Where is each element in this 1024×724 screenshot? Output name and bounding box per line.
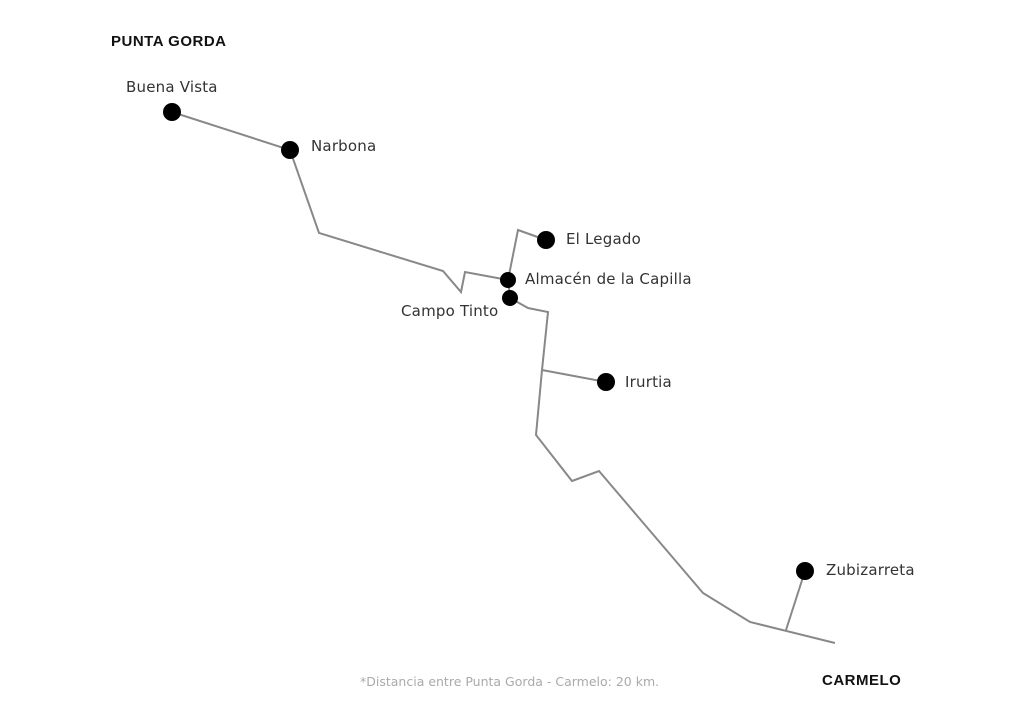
end-city-label: CARMELO [822,672,902,689]
marker-zubizarreta[interactable] [796,562,814,580]
station-label-zubizarreta: Zubizarreta [826,561,915,579]
branch-irurtia [541,369,607,383]
marker-irurtia[interactable] [597,373,615,391]
station-label-almacen: Almacén de la Capilla [525,270,692,288]
branch-el-legado [507,228,547,281]
marker-el-legado[interactable] [537,231,555,249]
marker-narbona[interactable] [281,141,299,159]
marker-buena-vista[interactable] [163,103,181,121]
marker-almacen-de-la-capilla[interactable] [500,272,516,288]
station-label-irurtia: Irurtia [625,373,672,391]
station-label-buena-vista: Buena Vista [126,78,218,96]
branch-zubizarreta [785,570,806,631]
station-label-el-legado: El Legado [566,230,641,248]
station-label-campo-tinto: Campo Tinto [401,302,499,320]
station-label-narbona: Narbona [311,137,377,155]
start-city-label: PUNTA GORDA [111,33,227,50]
main-route-line [171,111,836,644]
marker-campo-tinto[interactable] [502,290,518,306]
distance-footnote: *Distancia entre Punta Gorda - Carmelo: … [360,674,660,689]
